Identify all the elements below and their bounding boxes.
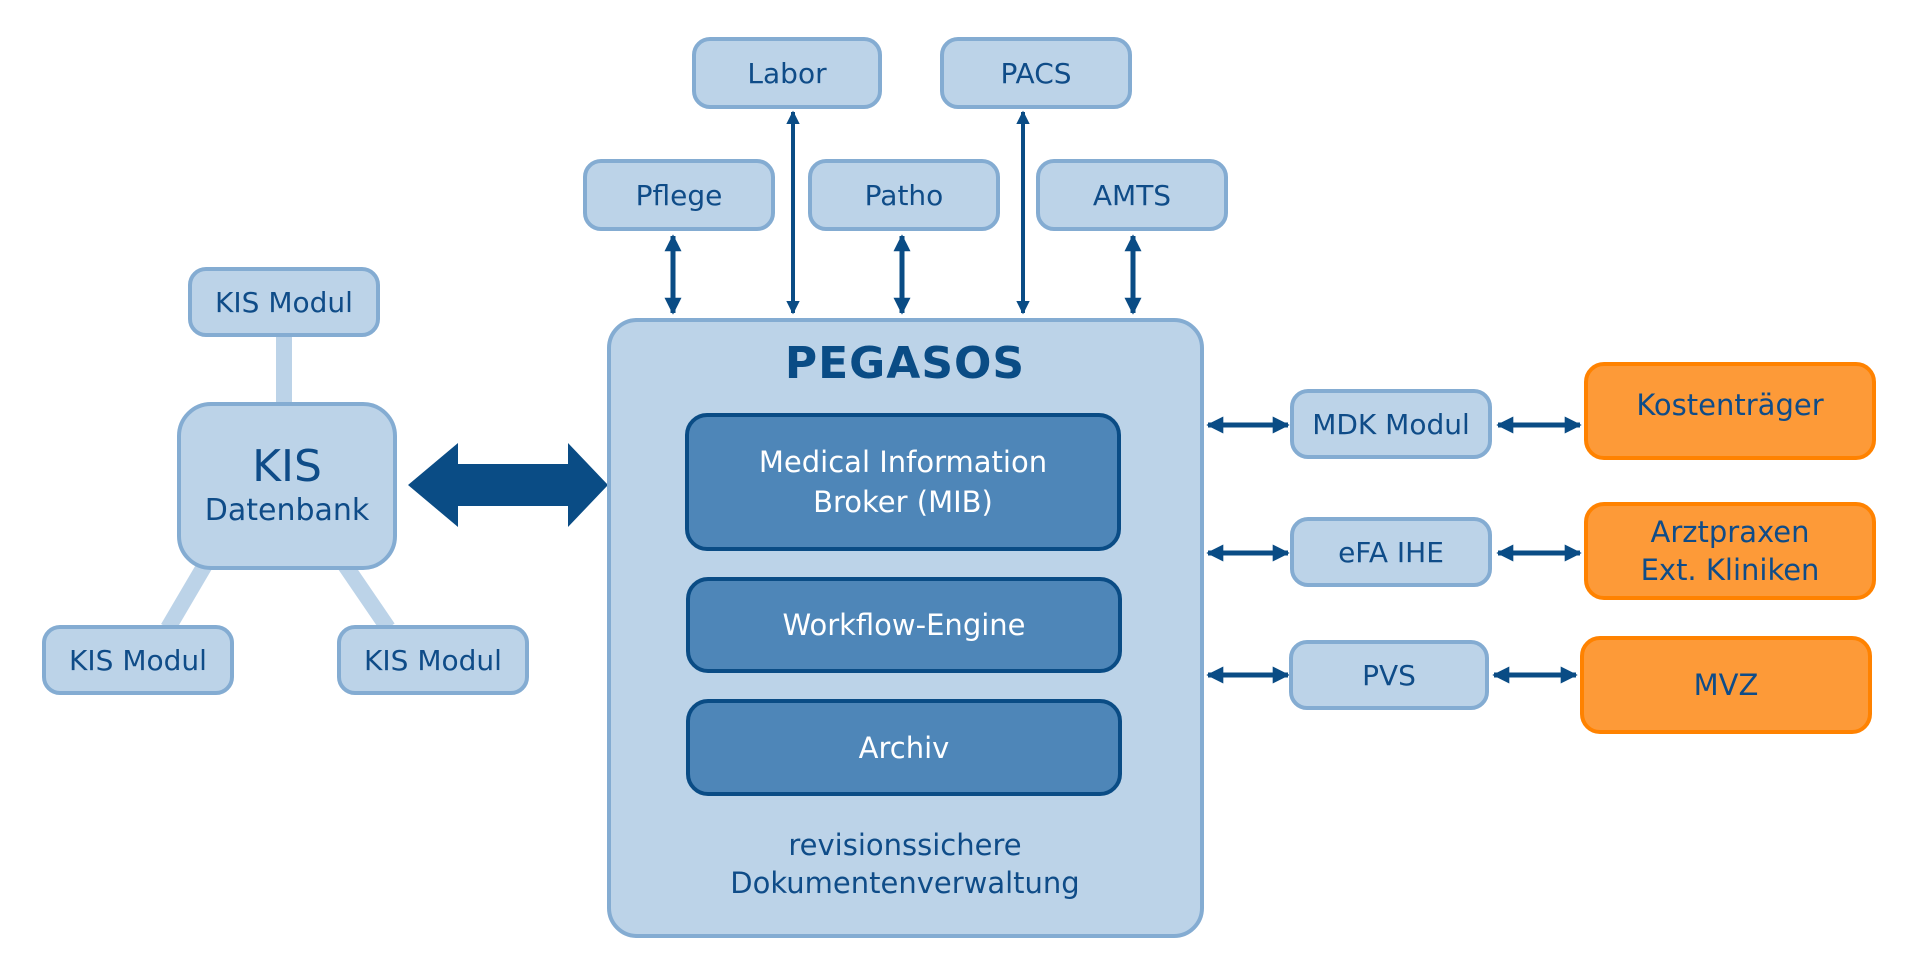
kis-link-right	[338, 560, 395, 633]
arztpraxen-line2: Ext. Kliniken	[1640, 553, 1820, 587]
caption-line1: revisionssichere	[788, 828, 1022, 862]
patho-box: Patho	[808, 159, 1000, 231]
mvz-box: MVZ	[1580, 636, 1872, 734]
kis-module-left: KIS Modul	[42, 625, 234, 695]
kostentraeger-box: Kostenträger	[1584, 362, 1876, 460]
kostentraeger-label: Kostenträger	[1636, 388, 1824, 422]
pegasos-caption: revisionssichere Dokumentenverwaltung	[607, 826, 1203, 902]
kis-link-left	[161, 560, 212, 633]
caption-line2: Dokumentenverwaltung	[730, 866, 1080, 900]
mdk-module-box: MDK Modul	[1290, 389, 1492, 459]
pegasos-title: PEGASOS	[784, 338, 1026, 389]
workflow-engine-box: Workflow-Engine	[686, 577, 1122, 673]
kis-database: KIS Datenbank	[177, 402, 397, 570]
pflege-box: Pflege	[583, 159, 775, 231]
arztpraxen-line1: Arztpraxen	[1650, 515, 1810, 549]
mib-box: Medical Information Broker (MIB)	[685, 413, 1121, 551]
arztpraxen-box: Arztpraxen Ext. Kliniken	[1584, 502, 1876, 600]
efa-ihe-box: eFA IHE	[1290, 517, 1492, 587]
pvs-box: PVS	[1289, 640, 1489, 710]
kis-database-subtitle: Datenbank	[204, 493, 370, 528]
archive-box: Archiv	[686, 699, 1122, 796]
mib-line2: Broker (MIB)	[813, 485, 993, 519]
kis-module-top: KIS Modul	[188, 267, 380, 337]
pacs-box: PACS	[940, 37, 1132, 109]
amts-box: AMTS	[1036, 159, 1228, 231]
mvz-label: MVZ	[1693, 668, 1759, 702]
kis-database-title: KIS	[252, 441, 322, 492]
mib-line1: Medical Information	[758, 445, 1048, 479]
kis-module-right: KIS Modul	[337, 625, 529, 695]
labor-box: Labor	[692, 37, 882, 109]
kis-pegasos-double-arrow-icon	[408, 443, 608, 527]
